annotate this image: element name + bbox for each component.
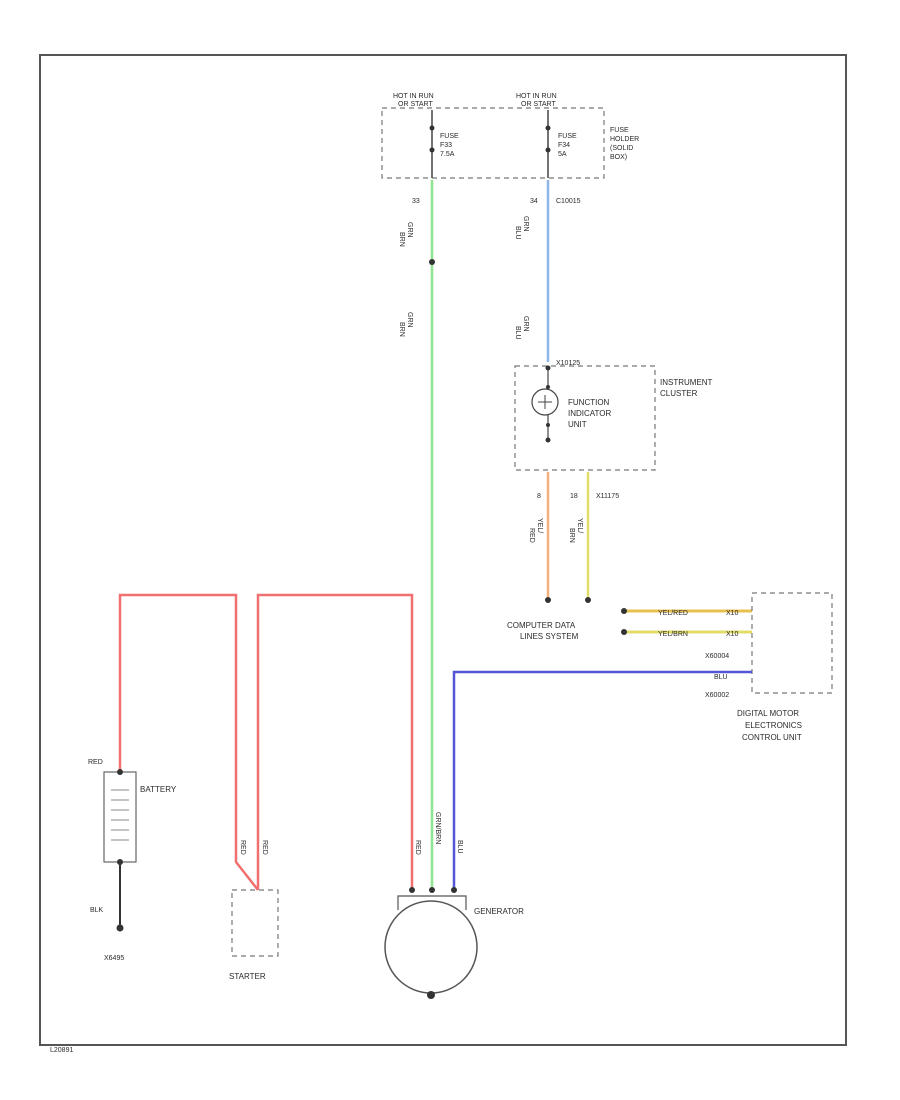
data-wire-1-label: YEL/RED <box>658 610 688 617</box>
fuse-holder-box <box>381 107 605 179</box>
cluster-dot-top <box>546 385 550 389</box>
red-wire-battery-starter <box>118 593 259 891</box>
fuse-right-dot-2 <box>545 147 551 153</box>
dme-box <box>751 592 833 694</box>
red-wire-starter-generator <box>256 593 414 890</box>
fuse-right-pin: 34 <box>530 198 538 205</box>
instrument-cluster-connector: X10125 <box>556 360 580 367</box>
orange-wire-label-2: RED <box>528 528 535 543</box>
green-wire-label-1b: BRN <box>398 232 405 247</box>
dme-label-2: ELECTRONICS <box>745 721 802 730</box>
generator-label: GENERATOR <box>474 907 524 916</box>
fuse-left-dot-2 <box>429 147 435 153</box>
starter-wire-2-label: RED <box>261 840 268 855</box>
battery-pos-wire-label: RED <box>88 759 103 766</box>
dme-wire-label: BLU <box>714 674 728 681</box>
dme-connector-bottom: X60002 <box>705 692 729 699</box>
battery-body <box>103 771 137 863</box>
battery-neg-terminal <box>117 859 123 865</box>
fuse-right-header-1: HOT IN RUN <box>516 93 557 100</box>
blue-wire-label-2b: BLU <box>514 326 521 340</box>
green-wire-splice <box>429 259 435 265</box>
function-label-3: UNIT <box>568 420 587 429</box>
blue-wire-label-2a: GRN <box>522 316 529 332</box>
fuse-holder-label-3: (SOLID <box>610 145 633 152</box>
fuse-holder-label-1: FUSE <box>610 127 629 134</box>
green-wire-label-2b: BRN <box>398 322 405 337</box>
data-line-dot-a <box>545 597 551 603</box>
function-label-2: INDICATOR <box>568 409 611 418</box>
fuse-right-connector: C10015 <box>556 198 581 205</box>
generator-wire-red-label: RED <box>414 840 421 855</box>
fuse-left-label-2: F33 <box>440 142 452 149</box>
fuse-left-pin: 33 <box>412 198 420 205</box>
starter-label: STARTER <box>229 972 266 981</box>
generator-ground <box>427 991 435 999</box>
starter-wire-1-label: RED <box>239 840 246 855</box>
data-wire-2-label: YEL/BRN <box>658 631 688 638</box>
blue-wire <box>452 670 752 890</box>
data-wire-1-dot <box>621 608 627 614</box>
data-lines-label-1: COMPUTER DATA <box>507 621 576 630</box>
cluster-pin-a: 8 <box>537 493 541 500</box>
blue-wire-label-1b: BLU <box>514 226 521 240</box>
fuse-left-header-1: HOT IN RUN <box>393 93 434 100</box>
generator-wire-blu-label: BLU <box>456 840 463 854</box>
yellow-wire-label-1: YEL/ <box>576 518 583 533</box>
dme-label-3: CONTROL UNIT <box>742 733 802 742</box>
instrument-cluster-label-1: INSTRUMENT <box>660 378 713 387</box>
fuse-left-dot-1 <box>429 125 435 131</box>
generator-terminal-red <box>409 887 415 893</box>
instrument-cluster-box <box>514 365 656 471</box>
data-wire-1-tag: X10 <box>726 610 739 617</box>
fuse-holder-label-4: BOX) <box>610 154 627 161</box>
data-wire-2-dot <box>621 629 627 635</box>
generator-terminal-blu <box>451 887 457 893</box>
cluster-dot-end <box>545 437 551 443</box>
fuse-right-dot-1 <box>545 125 551 131</box>
ground-point <box>116 924 124 932</box>
function-indicator-glyph <box>538 395 552 409</box>
fuse-left-label-3: 7.5A <box>440 151 455 158</box>
fuse-right-label-3: 5A <box>558 151 567 158</box>
generator-housing <box>397 895 467 910</box>
generator-wire-grn-label: GRN/BRN <box>434 812 441 844</box>
data-lines-label-2: LINES SYSTEM <box>520 632 579 641</box>
footer-code: L20891 <box>50 1047 73 1054</box>
ground-label: X6495 <box>104 955 124 962</box>
cluster-pin-b: 18 <box>570 493 578 500</box>
cluster-connector-b: X11175 <box>596 493 619 500</box>
diagram-frame <box>39 54 847 1046</box>
dme-label-1: DIGITAL MOTOR <box>737 709 799 718</box>
starter-box <box>231 889 279 957</box>
function-label-1: FUNCTION <box>568 398 610 407</box>
fuse-left-label-1: FUSE <box>440 133 459 140</box>
generator-body <box>384 900 478 994</box>
generator-terminal-grn <box>429 887 435 893</box>
green-wire-label-1a: GRN <box>406 222 413 238</box>
data-line-dot-b <box>585 597 591 603</box>
fuse-right-label-1: FUSE <box>558 133 577 140</box>
cluster-dot-bottom <box>546 423 550 427</box>
instrument-cluster-label-2: CLUSTER <box>660 389 698 398</box>
data-wire-2-tag: X10 <box>726 631 739 638</box>
cluster-in-dot <box>545 365 551 371</box>
yellow-wire-label-2: BRN <box>568 528 575 543</box>
battery-neg-wire-label: BLK <box>90 907 104 914</box>
orange-wire-label-1: YEL/ <box>536 518 543 533</box>
battery-pos-terminal <box>117 769 123 775</box>
green-wire-label-2a: GRN <box>406 312 413 328</box>
fuse-right-header-2: OR START <box>521 101 556 108</box>
dme-connector-top: X60004 <box>705 653 729 660</box>
fuse-holder-label-2: HOLDER <box>610 136 639 143</box>
blue-wire-label-1a: GRN <box>522 216 529 232</box>
fuse-right-label-2: F34 <box>558 142 570 149</box>
fuse-left-header-2: OR START <box>398 101 433 108</box>
battery-label: BATTERY <box>140 785 177 794</box>
